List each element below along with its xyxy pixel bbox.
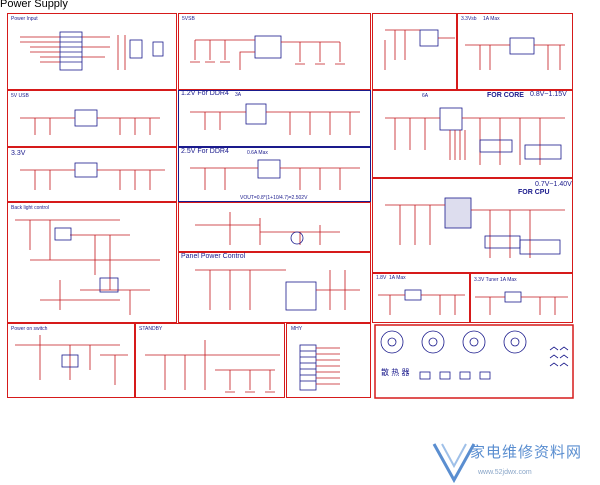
label-panel-power: Panel Power Control: [181, 253, 246, 260]
label-3v3-tuner: 3.3V Tuner: [474, 277, 499, 283]
block-cpu: [372, 178, 573, 273]
label-5v-usb: 5V USB: [11, 93, 29, 99]
label-mhy: MHY: [291, 326, 303, 332]
label-1v2-current: 3A: [235, 92, 242, 98]
block-5v-usb: [7, 90, 177, 147]
block-1v8: [372, 273, 470, 323]
label-power-on: Power on switch: [11, 326, 48, 332]
block-core: [372, 90, 573, 178]
block-3v3-standby: [457, 13, 573, 90]
watermark-logo: [432, 443, 476, 484]
block-standby: [135, 323, 285, 398]
block-mhy: [286, 323, 371, 398]
block-2v5-ddr4: [178, 147, 371, 202]
block-3v3-standby-left: [372, 13, 457, 90]
label-heatsink: 散 热 器: [381, 368, 410, 377]
block-power-input: [7, 13, 177, 90]
sheet-title: Power Supply: [0, 0, 68, 10]
label-power-input: Power Input: [11, 16, 38, 22]
block-backlight: [7, 202, 177, 323]
label-3v3: 3.3V: [11, 150, 26, 157]
label-cpu-range: 0.7V~1.40V: [535, 181, 572, 188]
label-standby: STANDBY: [139, 326, 163, 332]
label-2v5-max: 0.6A Max: [247, 150, 268, 156]
label-3v3-tuner-max: 1A Max: [500, 277, 517, 283]
label-2v5-formula: VOUT=0.8*(1+10/4.7)=2.502V: [240, 195, 308, 201]
block-panel-power: [178, 252, 371, 323]
block-3v3: [7, 147, 177, 202]
label-core-range: 0.8V~1.15V: [530, 91, 567, 98]
watermark-site-name: 家电维修资料网: [470, 444, 583, 461]
watermark-url: www.52jdwx.com: [478, 469, 532, 476]
label-2v5-ddr4: 2.5V For DDR4: [181, 148, 229, 155]
label-for-cpu: FOR CPU: [518, 189, 550, 196]
block-5v-standby: [178, 13, 371, 90]
block-3v3-tuner: [470, 273, 573, 323]
label-5vsb: 5VSB: [182, 16, 195, 22]
label-backlight: Back light control: [11, 205, 50, 211]
label-1v2-ddr4: 1.2V For DDR4: [181, 90, 229, 97]
label-3v3sb: 3.3Vsb: [461, 16, 477, 22]
block-1v2-ddr4: [178, 90, 371, 147]
block-power-on: [7, 323, 135, 398]
label-1v8-max: 1A Max: [389, 275, 406, 281]
block-panel-mid: [178, 202, 371, 252]
label-1v8: 1.8V: [376, 275, 387, 281]
label-3v3sb-max: 1A Max: [483, 16, 500, 22]
label-for-core: FOR CORE: [487, 92, 524, 99]
label-core-current: 6A: [422, 93, 429, 99]
